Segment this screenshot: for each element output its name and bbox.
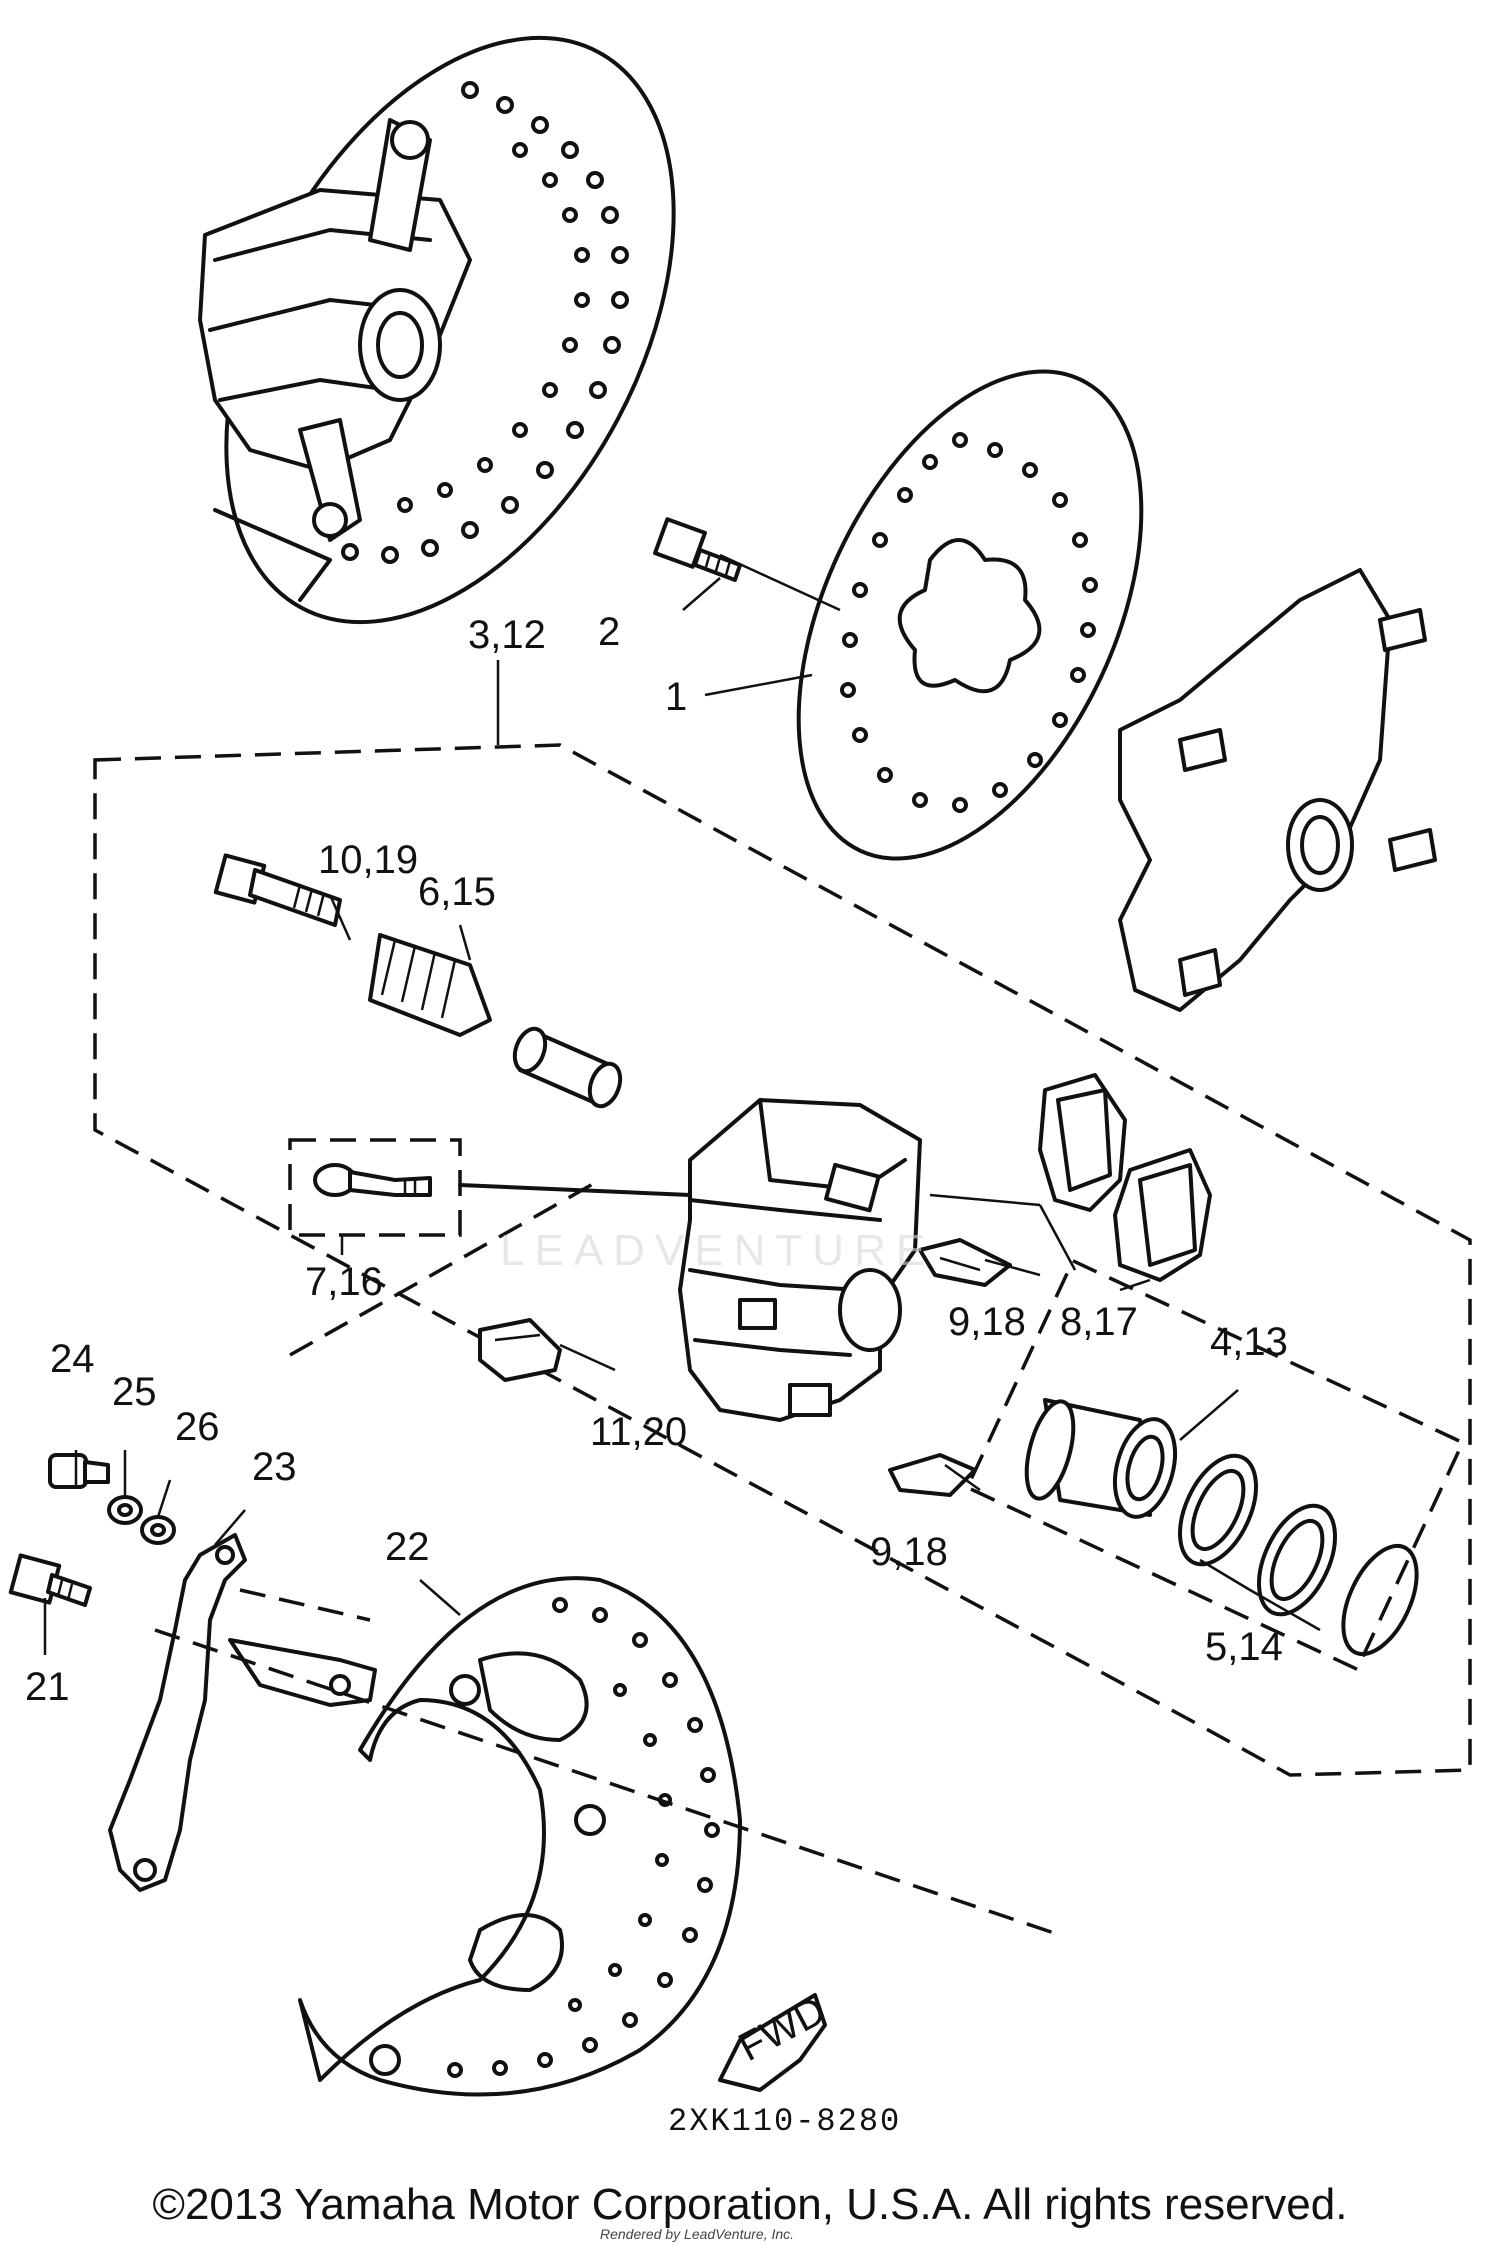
washer-25-part — [107, 1495, 143, 1525]
piston-part — [964, 1258, 1466, 1672]
callout-4-13: 4,13 — [1210, 1320, 1288, 1364]
brake-pads-part — [1038, 1073, 1212, 1282]
callout-5-14: 5,14 — [1205, 1625, 1283, 1669]
leader-lines — [43, 553, 1321, 1655]
copyright-notice: ©2013 Yamaha Motor Corporation, U.S.A. A… — [152, 2180, 1348, 2229]
bolt-21-part — [8, 1553, 92, 1607]
washer-26-part — [140, 1515, 176, 1545]
watermark-logo: LEADVENTURE — [500, 1226, 935, 1275]
callout-10-19: 10,19 — [318, 838, 418, 882]
disc-guard-part — [298, 1576, 742, 2097]
caliper-body-part — [678, 1098, 922, 1422]
disc-bolt-part — [653, 517, 742, 582]
caliper-assembly-outline — [93, 743, 1472, 1777]
callout-6-15: 6,15 — [418, 870, 496, 914]
diagram-code: 2XK110-8280 — [668, 2103, 901, 2140]
callout-1: 1 — [665, 675, 687, 719]
callout-2: 2 — [598, 610, 620, 654]
pad-spring-upper — [918, 1238, 1012, 1287]
hub-knuckle-part — [1118, 568, 1437, 1012]
assembled-caliper-piston — [358, 288, 442, 402]
bleed-screw-part — [288, 1138, 692, 1237]
callout-25: 25 — [112, 1370, 157, 1414]
render-credit: Rendered by LeadVenture, Inc. — [600, 2226, 795, 2242]
brake-disc-holes — [840, 432, 1098, 813]
brake-disc — [796, 369, 1144, 861]
callout-21: 21 — [25, 1665, 70, 1709]
callout-9-18-upper: 9,18 — [948, 1300, 1026, 1344]
caliper-inner-outline — [289, 1178, 601, 1357]
callout-3-12: 3,12 — [468, 613, 546, 657]
assembled-disc-holes — [341, 81, 629, 564]
callout-24: 24 — [50, 1337, 95, 1381]
caliper-bolt-part — [213, 853, 342, 927]
callout-9-18-lower: 9,18 — [870, 1530, 948, 1574]
disc-guard-holes — [447, 1597, 720, 2078]
bleed-screw-box — [288, 1138, 462, 1237]
callout-7-16: 7,16 — [305, 1260, 383, 1304]
callout-11-20: 11,20 — [590, 1410, 687, 1454]
callout-8-17: 8,17 — [1060, 1300, 1138, 1344]
callout-labels: 1 2 3,12 4,13 5,14 6,15 7,16 8,17 9,18 9… — [25, 610, 1288, 2140]
brake-disc-center-cutout — [897, 538, 1042, 694]
piston-seals-part — [1178, 1453, 1419, 1657]
pin-boot-part — [368, 933, 492, 1037]
callout-22: 22 — [385, 1525, 430, 1569]
slide-pin-part — [512, 1026, 623, 1109]
callout-23: 23 — [252, 1445, 297, 1489]
fwd-arrow-icon: FWD — [718, 1988, 833, 2092]
callout-26: 26 — [175, 1405, 220, 1449]
piston-seal-box — [964, 1258, 1466, 1672]
pad-clip-part — [478, 1318, 562, 1382]
bolt-24-part — [48, 1453, 110, 1489]
bracket-23-part — [108, 1533, 377, 1892]
brake-disc-part — [796, 369, 1144, 861]
assembled-brake-view — [198, 35, 676, 625]
pad-spring-lower — [888, 1453, 977, 1497]
